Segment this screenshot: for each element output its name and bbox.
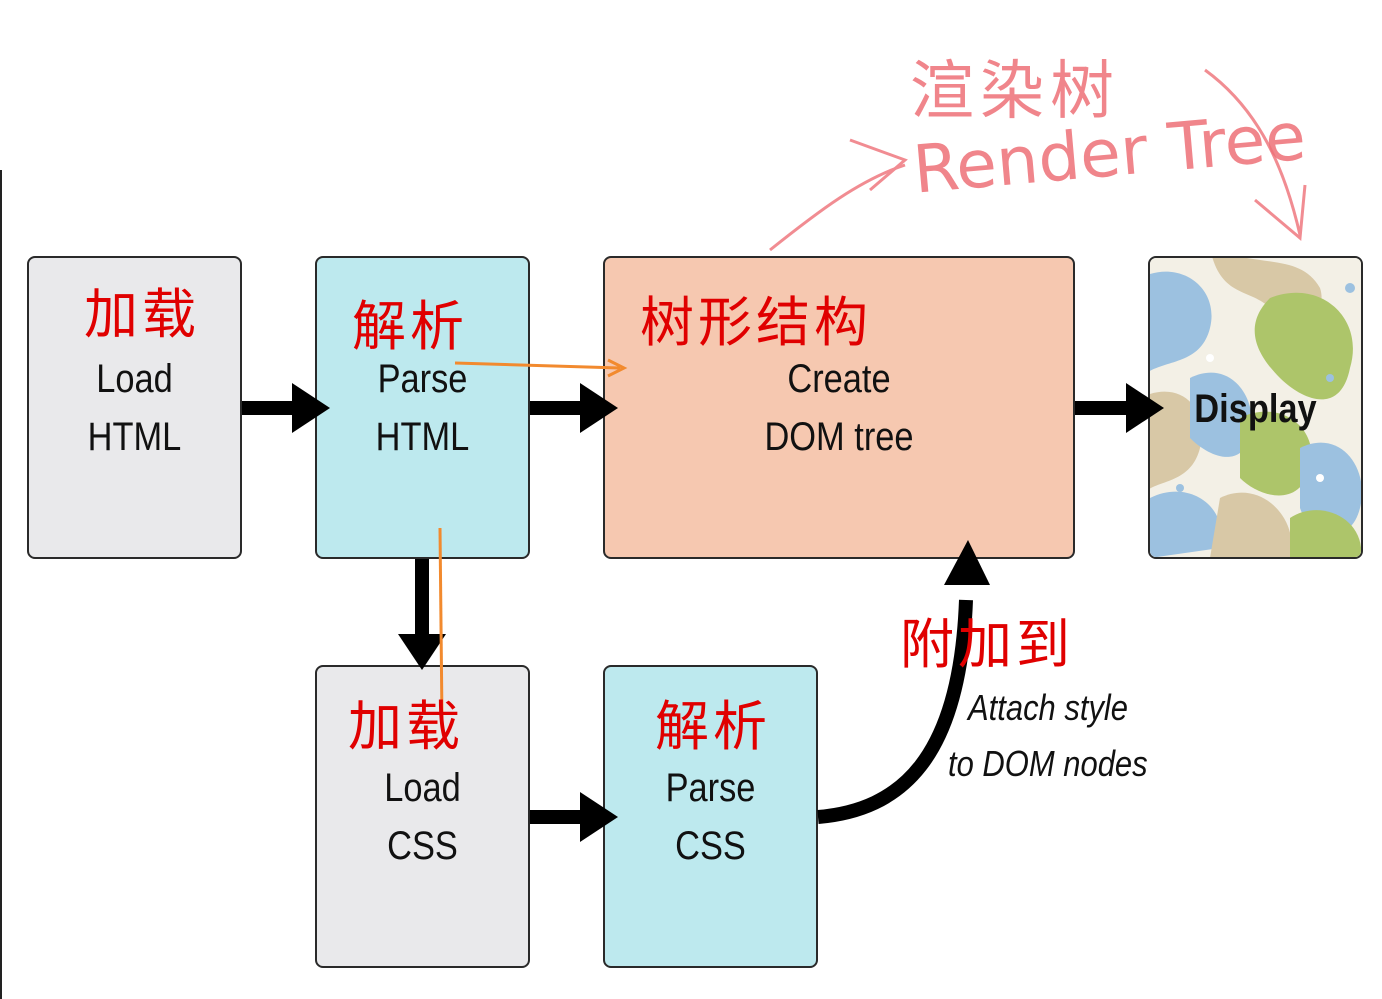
note-create-dom: 树形结构 xyxy=(640,291,872,354)
parse-css-box: Parse CSS xyxy=(603,665,818,968)
arrow-dom-to-display xyxy=(1075,383,1164,433)
display-pattern-image xyxy=(1150,258,1361,557)
load-html-line1: Load xyxy=(96,357,173,401)
arrow-parse-css-to-dom xyxy=(817,540,990,824)
note-attach: 附加到 xyxy=(900,613,1074,676)
note-load-html: 加载 xyxy=(84,283,200,346)
left-edge-line xyxy=(0,170,2,999)
parse-css-line2: CSS xyxy=(675,824,746,868)
orange-marker-lines xyxy=(438,358,628,721)
parse-html-line1: Parse xyxy=(377,357,468,401)
parse-html-box: Parse HTML xyxy=(315,256,530,559)
create-dom-box: Create DOM tree xyxy=(603,256,1075,559)
render-tree-arrows xyxy=(769,68,1307,252)
render-tree-cn: 渲染树 xyxy=(910,55,1120,129)
arrow-load-css-to-parse-css xyxy=(530,792,618,842)
attach-style-line2: to DOM nodes xyxy=(948,743,1148,784)
note-parse-css: 解析 xyxy=(655,695,771,758)
note-parse-html: 解析 xyxy=(352,295,468,358)
load-html-line2: HTML xyxy=(87,415,182,459)
create-dom-line2: DOM tree xyxy=(764,415,914,459)
load-css-line2: CSS xyxy=(387,824,458,868)
note-load-css: 加载 xyxy=(348,695,464,758)
load-html-box: Load HTML xyxy=(27,256,242,559)
attach-style-line1: Attach style xyxy=(968,687,1129,728)
load-css-box: Load CSS xyxy=(315,665,530,968)
arrow-parse-html-to-load-css xyxy=(398,559,446,670)
parse-css-line1: Parse xyxy=(665,766,756,810)
arrow-parse-html-to-dom xyxy=(530,383,618,433)
load-css-line1: Load xyxy=(384,766,461,810)
display-box: Display xyxy=(1148,256,1363,559)
display-label: Display xyxy=(1194,387,1317,431)
parse-html-line2: HTML xyxy=(375,415,470,459)
create-dom-line1: Create xyxy=(787,357,891,401)
arrow-load-html-to-parse-html xyxy=(242,383,330,433)
